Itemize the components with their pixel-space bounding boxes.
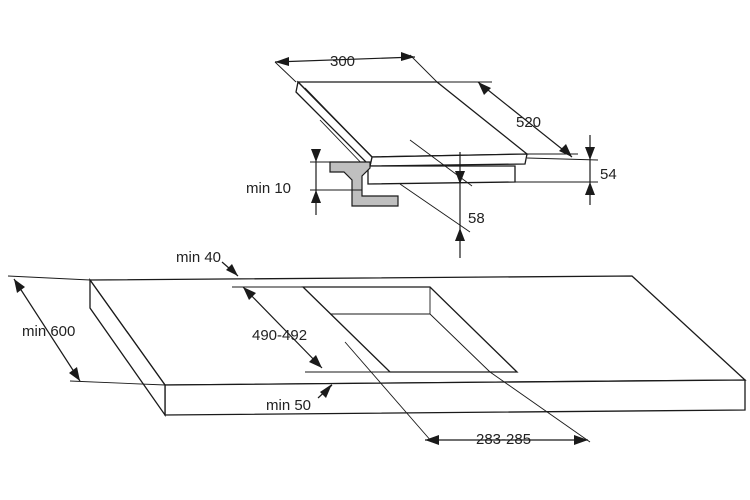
dim-hob-thickness: 54 <box>515 135 617 205</box>
label-min-gap: min 10 <box>246 180 291 197</box>
label-hob-width: 300 <box>330 53 355 70</box>
hob-bevel-line <box>304 87 373 158</box>
hob-body <box>367 165 516 185</box>
label-min-depth: min 600 <box>22 323 75 340</box>
label-min-front: min 50 <box>266 397 311 414</box>
dim-hob-depth-under: 58 <box>399 139 485 258</box>
dim-hob-depth: 520 <box>437 81 578 158</box>
mounting-bracket <box>329 161 399 207</box>
label-hob-depth: 520 <box>516 114 541 131</box>
worktop-front <box>164 379 746 416</box>
bracket-shape <box>329 161 399 207</box>
dim-min-gap: min 10 <box>246 149 362 215</box>
hob <box>295 80 529 185</box>
dim-cutout-width: 283-285 <box>344 341 591 448</box>
label-hob-thickness: 54 <box>600 166 617 183</box>
worktop <box>88 275 747 418</box>
dim-cutout-depth: 490-492 <box>232 286 390 373</box>
label-cutout-width: 283-285 <box>476 431 531 448</box>
dim-min-front: min 50 <box>266 384 333 414</box>
label-cutout-depth: 490-492 <box>252 327 307 344</box>
label-hob-depth-under: 58 <box>468 210 485 227</box>
dim-min-depth: min 600 <box>7 275 166 386</box>
worktop-side <box>89 277 166 418</box>
label-min-back: min 40 <box>176 249 221 266</box>
dim-hob-width: 300 <box>274 52 438 83</box>
worktop-cutout <box>301 286 519 373</box>
dim-min-back: min 40 <box>176 249 239 277</box>
